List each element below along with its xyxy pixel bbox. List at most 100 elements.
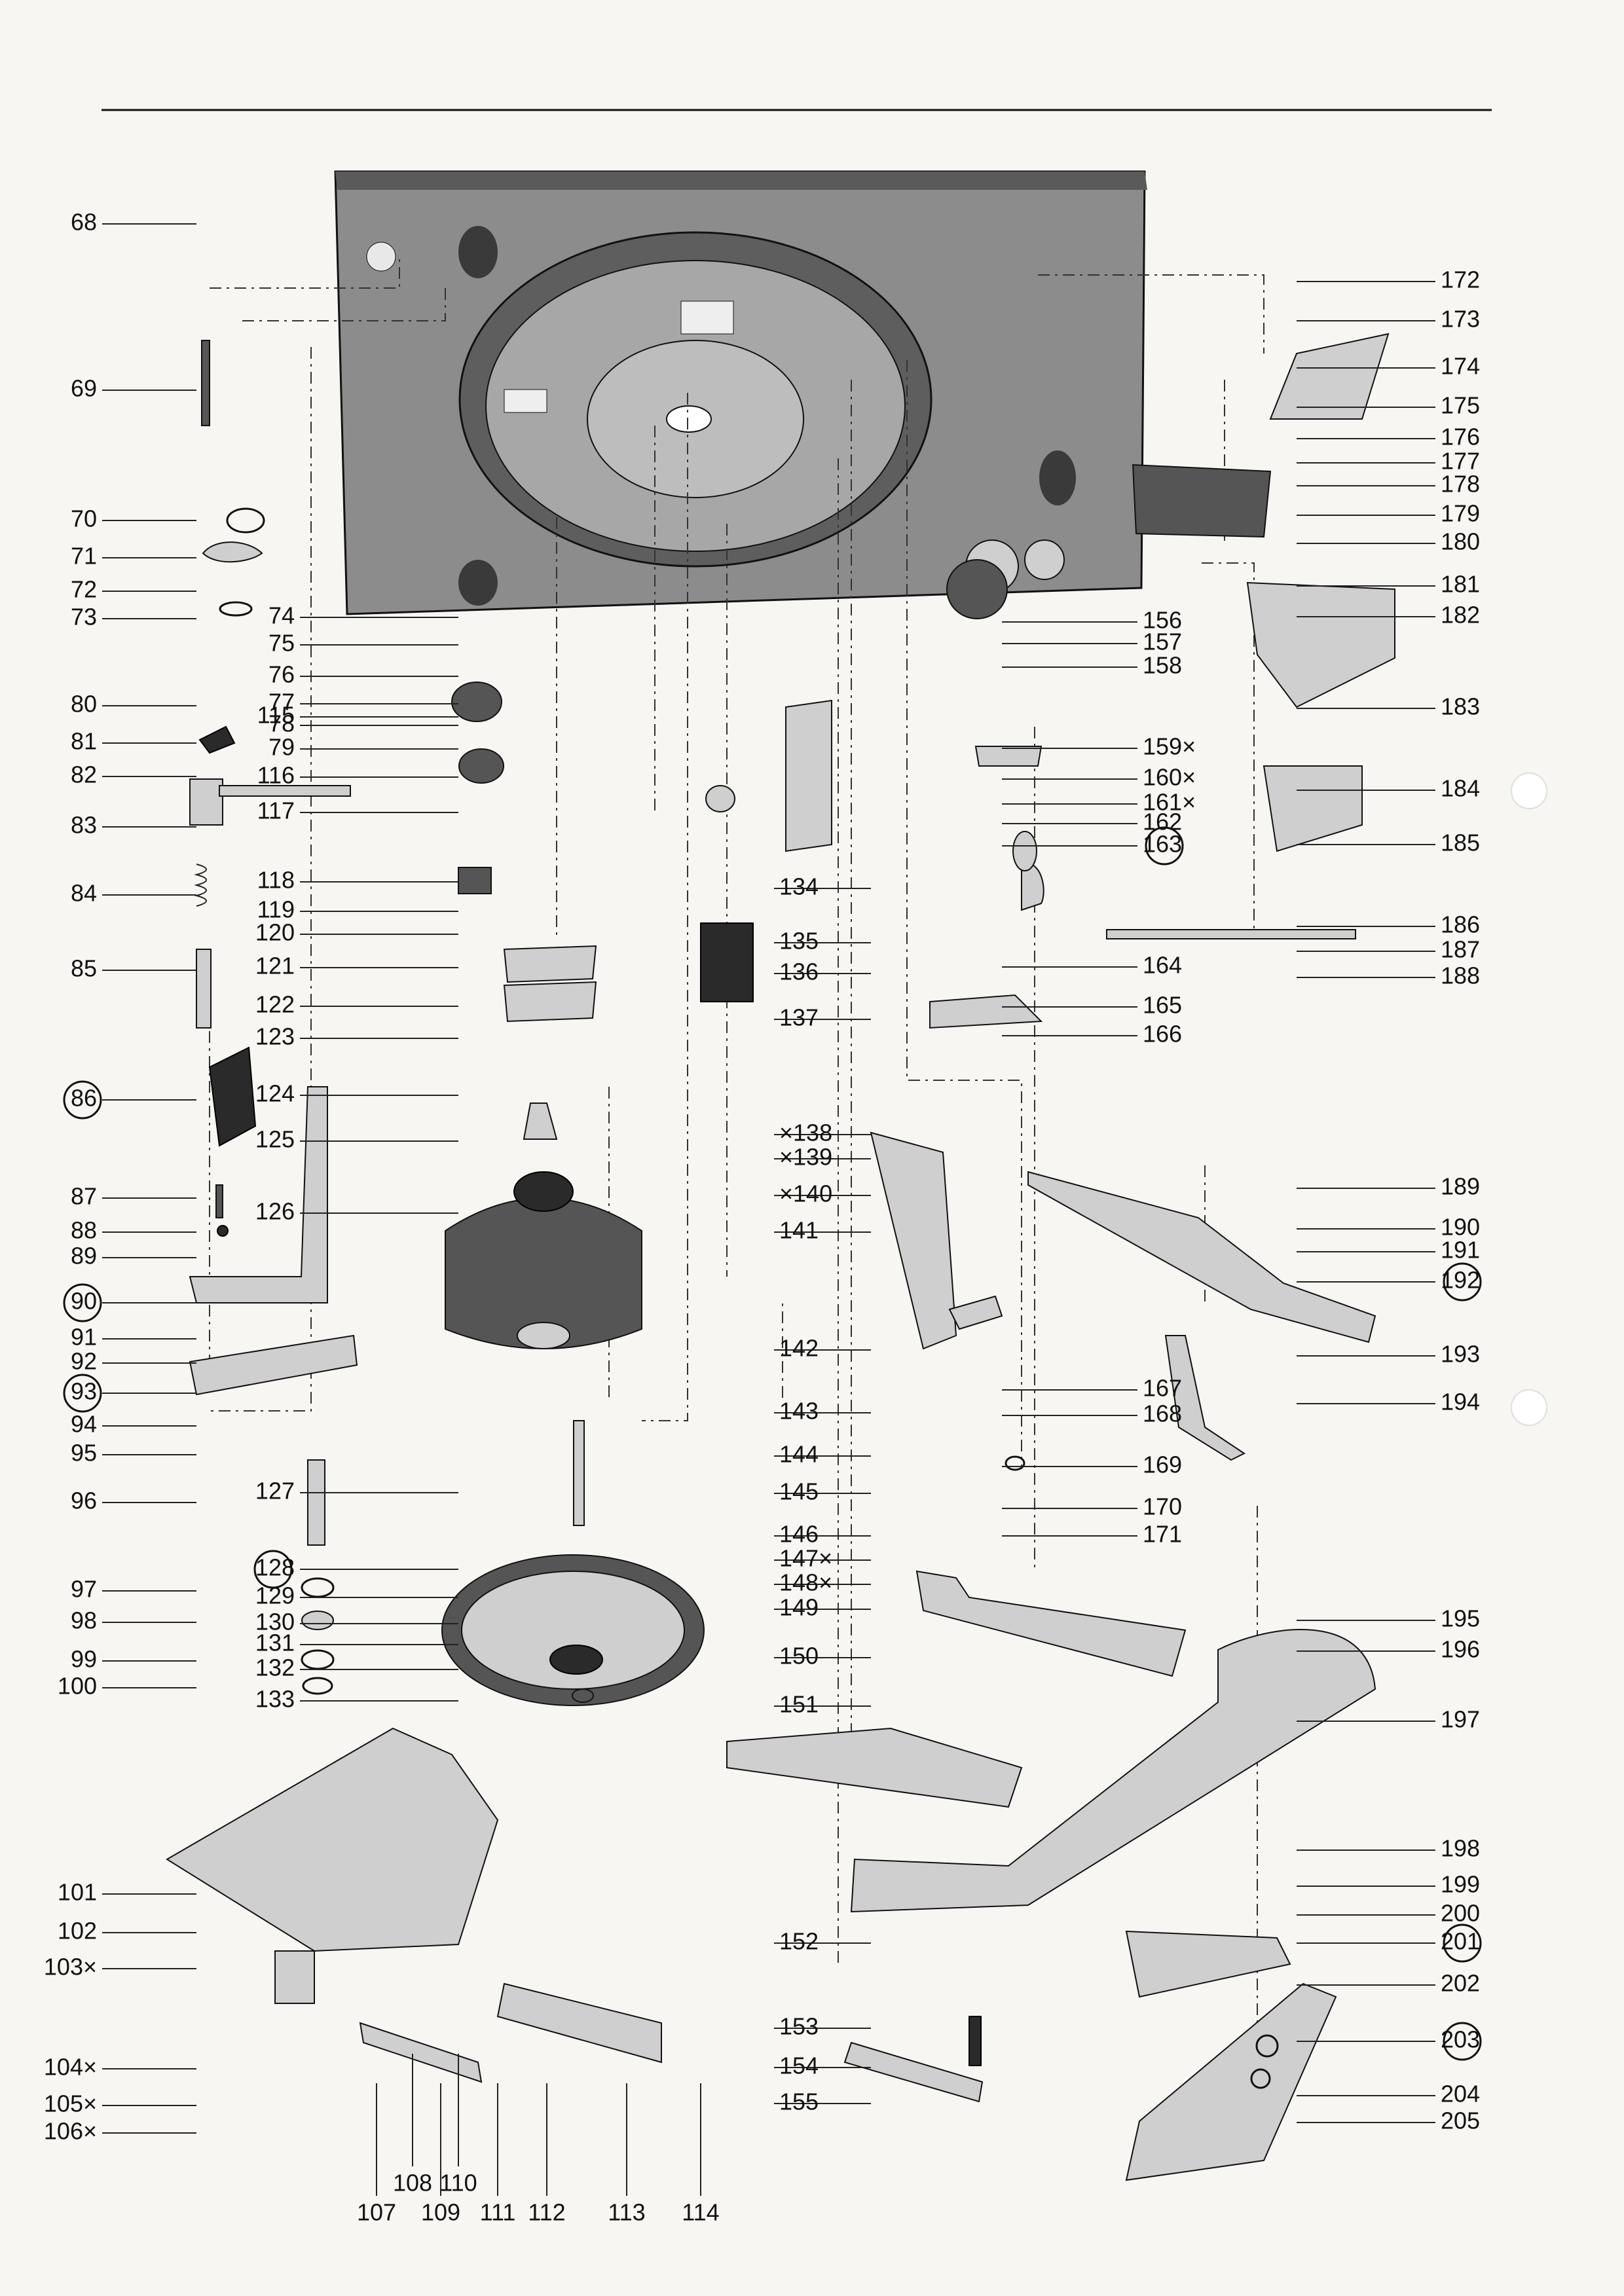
part-label-129: 129 (255, 1582, 295, 1609)
part-label-155: 155 (779, 2088, 819, 2115)
part-label-89: 89 (71, 1243, 97, 1269)
part-label-169: 169 (1143, 1451, 1182, 1478)
part-label-130: 130 (255, 1609, 295, 1635)
part-label-166: 166 (1143, 1021, 1182, 1048)
part-label-143: 143 (779, 1398, 819, 1425)
part-label-180: 180 (1441, 528, 1480, 555)
part-label-151: 151 (779, 1691, 819, 1718)
part-label-205: 205 (1441, 2107, 1480, 2134)
part-label-146: 146 (779, 1521, 819, 1548)
part-label-125: 125 (255, 1126, 295, 1153)
part-label-107: 107 (357, 2199, 396, 2226)
part-label-94: 94 (71, 1411, 97, 1438)
part-label-72: 72 (71, 576, 97, 603)
part-label-190: 190 (1441, 1214, 1480, 1241)
part-label-127: 127 (255, 1478, 295, 1504)
part-label-179: 179 (1441, 500, 1480, 527)
part-label-167: 167 (1143, 1375, 1182, 1402)
part-label-145: 145 (779, 1478, 819, 1505)
part-label-126: 126 (255, 1198, 295, 1225)
part-shapes (166, 333, 1395, 2181)
part-label-73: 73 (71, 604, 97, 630)
part-label-80: 80 (71, 691, 97, 718)
part-label-82: 82 (71, 761, 97, 788)
part-label-168: 168 (1143, 1400, 1182, 1427)
part-label-74: 74 (268, 602, 295, 629)
part-label-92: 92 (71, 1348, 97, 1375)
part-label-105: 105× (44, 2090, 97, 2117)
part-label-86: 86 (71, 1085, 97, 1112)
part-label-71: 71 (71, 543, 97, 570)
part-label-85: 85 (71, 955, 97, 982)
part-label-187: 187 (1441, 936, 1480, 963)
part-label-154: 154 (779, 2052, 819, 2079)
part-label-78: 78 (268, 710, 295, 737)
part-label-103: 103× (44, 1954, 97, 1980)
part-label-147: 147× (779, 1545, 832, 1572)
assembly-lines (209, 257, 1264, 2043)
part-label-153: 153 (779, 2013, 819, 2040)
circled-marker-93 (63, 1374, 102, 1413)
part-label-140: ×140 (779, 1180, 832, 1207)
circled-marker-192 (1443, 1262, 1482, 1302)
circled-marker-203 (1443, 2022, 1482, 2061)
leader-lines (102, 223, 1435, 2196)
part-label-119: 119 (257, 896, 295, 923)
part-label-99: 99 (71, 1646, 97, 1673)
part-label-177: 177 (1441, 448, 1480, 475)
part-label-135: 135 (779, 928, 819, 955)
part-label-122: 122 (255, 991, 295, 1018)
part-label-96: 96 (71, 1487, 97, 1514)
part-label-142: 142 (779, 1335, 819, 1362)
part-label-83: 83 (71, 812, 97, 839)
part-label-197: 197 (1441, 1706, 1480, 1733)
part-label-183: 183 (1441, 693, 1480, 720)
part-label-68: 68 (71, 209, 97, 236)
part-label-108: 108 (393, 2170, 432, 2196)
part-label-120: 120 (255, 919, 295, 946)
part-label-141: 141 (779, 1217, 819, 1244)
part-label-77: 77 (268, 689, 295, 716)
part-label-148: 148× (779, 1569, 832, 1596)
part-label-134: 134 (779, 873, 819, 900)
part-label-87: 87 (71, 1183, 97, 1210)
part-label-102: 102 (58, 1918, 97, 1944)
part-label-121: 121 (255, 953, 295, 979)
part-label-139: ×139 (779, 1144, 832, 1171)
circled-marker-86 (63, 1080, 102, 1120)
part-label-202: 202 (1441, 1970, 1480, 1997)
part-label-191: 191 (1441, 1237, 1480, 1264)
part-label-84: 84 (71, 880, 97, 907)
part-label-81: 81 (71, 728, 97, 755)
part-label-160: 160× (1143, 764, 1196, 791)
part-label-70: 70 (71, 505, 97, 532)
part-label-159: 159× (1143, 733, 1196, 760)
part-label-104: 104× (44, 2054, 97, 2081)
part-label-114: 114 (682, 2199, 719, 2226)
part-label-194: 194 (1441, 1389, 1480, 1415)
part-label-198: 198 (1441, 1835, 1480, 1862)
part-label-136: 136 (779, 958, 819, 985)
part-label-69: 69 (71, 375, 97, 402)
part-label-115: 115 (257, 702, 295, 729)
part-label-189: 189 (1441, 1173, 1480, 1200)
part-label-133: 133 (255, 1686, 295, 1713)
part-label-144: 144 (779, 1441, 819, 1468)
part-label-79: 79 (268, 734, 295, 761)
part-label-101: 101 (58, 1879, 97, 1906)
part-label-100: 100 (58, 1673, 97, 1700)
part-label-138: ×138 (779, 1120, 832, 1146)
part-label-95: 95 (71, 1440, 97, 1467)
part-label-164: 164 (1143, 952, 1182, 979)
part-label-178: 178 (1441, 471, 1480, 498)
part-label-170: 170 (1143, 1493, 1182, 1520)
part-label-118: 118 (257, 867, 295, 894)
part-label-112: 112 (528, 2199, 565, 2226)
part-label-182: 182 (1441, 602, 1480, 629)
part-label-171: 171 (1143, 1521, 1182, 1548)
part-label-185: 185 (1441, 829, 1480, 856)
part-label-193: 193 (1441, 1341, 1480, 1368)
part-label-123: 123 (255, 1023, 295, 1050)
part-label-109: 109 (421, 2199, 460, 2226)
